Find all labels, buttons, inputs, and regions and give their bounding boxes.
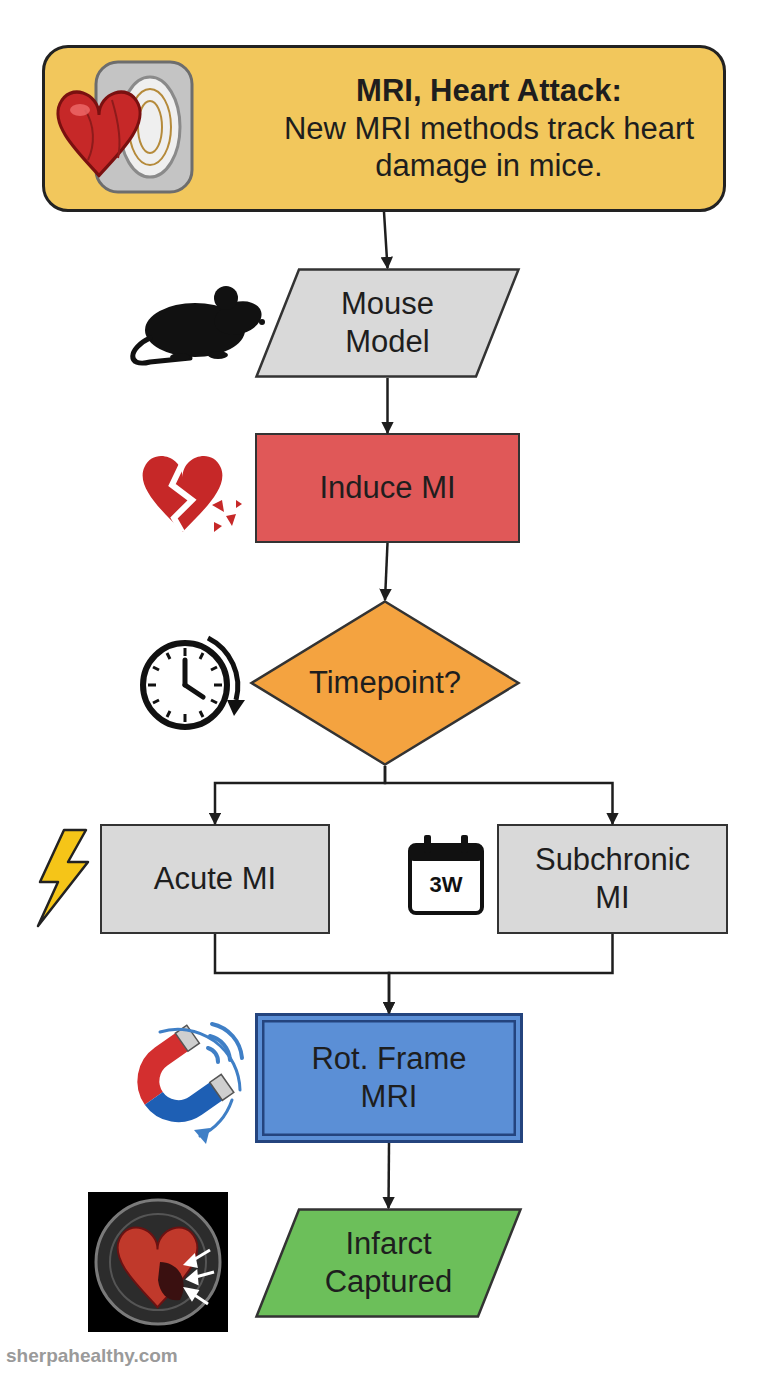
mri-image-icon	[88, 1192, 228, 1332]
broken-heart-icon	[143, 456, 242, 532]
output-parallelogram-shape	[257, 1210, 521, 1317]
node-label: Induce MI	[319, 469, 455, 507]
flow-arrow	[386, 378, 389, 433]
flow-arrow	[385, 766, 613, 824]
flow-arrow	[385, 543, 388, 600]
flow-arrow	[384, 212, 388, 268]
magnet-icon	[130, 1025, 234, 1132]
title-heading: MRI, Heart Attack:	[356, 72, 622, 110]
magnet-waves	[160, 1024, 242, 1144]
process-box: Acute MI	[100, 824, 330, 934]
process-box: Induce MI	[255, 433, 520, 543]
decision-diamond: Timepoint?	[250, 600, 520, 766]
node-label: Timepoint?	[309, 664, 461, 702]
title-box: MRI, Heart Attack:New MRI methods track …	[42, 45, 726, 212]
node-label: Subchronic MI	[523, 841, 703, 917]
node-label: Infarct Captured	[299, 1225, 479, 1301]
node-label: Acute MI	[154, 860, 276, 898]
flow-arrow	[215, 934, 389, 1013]
calendar-label: 3W	[430, 872, 463, 898]
flow-arrow	[387, 1143, 390, 1208]
calendar-icon	[410, 835, 482, 913]
process-box: Rot. Frame MRI	[255, 1013, 523, 1143]
flow-arrow	[215, 766, 385, 824]
lightning-icon	[38, 830, 88, 926]
mouse-icon	[133, 286, 266, 363]
watermark: sherpahealthy.com	[6, 1345, 178, 1367]
output-parallelogram: Infarct Captured	[255, 1208, 522, 1318]
node-label: Rot. Frame MRI	[299, 1040, 479, 1116]
process-box: Subchronic MI	[497, 824, 728, 934]
data-parallelogram-outline	[255, 268, 520, 378]
data-parallelogram-shape	[257, 270, 519, 377]
title-body: New MRI methods track heart damage in mi…	[279, 110, 699, 186]
flow-arrow	[389, 934, 613, 1013]
node-label: Mouse Model	[313, 285, 463, 361]
decision-diamond-shape	[252, 602, 519, 765]
data-parallelogram: Mouse Model	[255, 268, 520, 378]
clock-icon	[143, 638, 245, 727]
output-parallelogram-outline	[255, 1208, 522, 1318]
